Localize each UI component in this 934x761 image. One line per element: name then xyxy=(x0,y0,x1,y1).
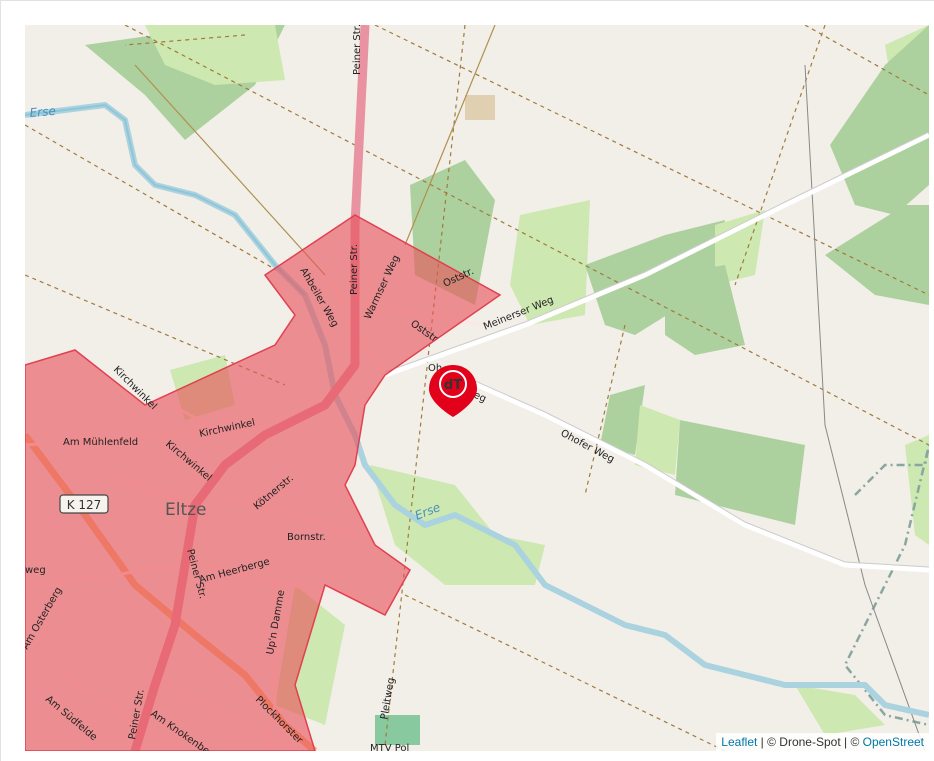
label-peiner-north: Peiner Str. xyxy=(352,25,363,75)
map-canvas[interactable]: Peiner Str. Peiner Str. Ahbeiler Weg War… xyxy=(25,25,929,751)
restricted-zone[interactable] xyxy=(25,214,502,751)
forest-area xyxy=(665,265,745,355)
attribution-text: | © Drone-Spot | © xyxy=(757,735,863,749)
meadow-area xyxy=(635,405,680,475)
sports-field xyxy=(375,715,420,745)
label-bornstr: Bornstr. xyxy=(287,532,326,543)
forest-area xyxy=(585,220,725,335)
map-view[interactable]: Peiner Str. Peiner Str. Ahbeiler Weg War… xyxy=(25,25,929,751)
label-ohofer-partial: Oh xyxy=(428,363,442,374)
map-attribution: Leaflet | © Drone-Spot | © OpenStreet xyxy=(716,733,929,751)
road-shield: K 127 xyxy=(59,494,109,514)
label-weg: weg xyxy=(25,565,46,576)
marker-label: dT xyxy=(444,378,462,393)
building xyxy=(465,95,495,120)
forest-area xyxy=(830,25,929,215)
label-peiner-mid: Peiner Str. xyxy=(349,244,360,295)
road-shield-label: K 127 xyxy=(67,498,102,512)
leaflet-link[interactable]: Leaflet xyxy=(721,735,758,749)
minor-roads xyxy=(384,132,929,573)
forest-area xyxy=(675,420,805,525)
forest-area xyxy=(825,205,929,305)
drone-spot-marker-icon[interactable]: dT xyxy=(429,365,477,417)
meadow-area xyxy=(795,685,885,735)
label-river-north: Erse xyxy=(29,104,56,120)
openstreetmap-link[interactable]: OpenStreet xyxy=(862,735,924,749)
meadow-area xyxy=(370,465,545,585)
field-tracks xyxy=(25,25,929,751)
meadow-area xyxy=(510,200,590,325)
boundary-line xyxy=(843,444,929,727)
label-mtv: MTV Pol xyxy=(370,743,409,751)
forest-area xyxy=(600,385,645,455)
label-muehlenfeld: Am Mühlenfeld xyxy=(63,437,138,448)
town-label: Eltze xyxy=(165,500,207,520)
meadow-area xyxy=(715,210,765,285)
